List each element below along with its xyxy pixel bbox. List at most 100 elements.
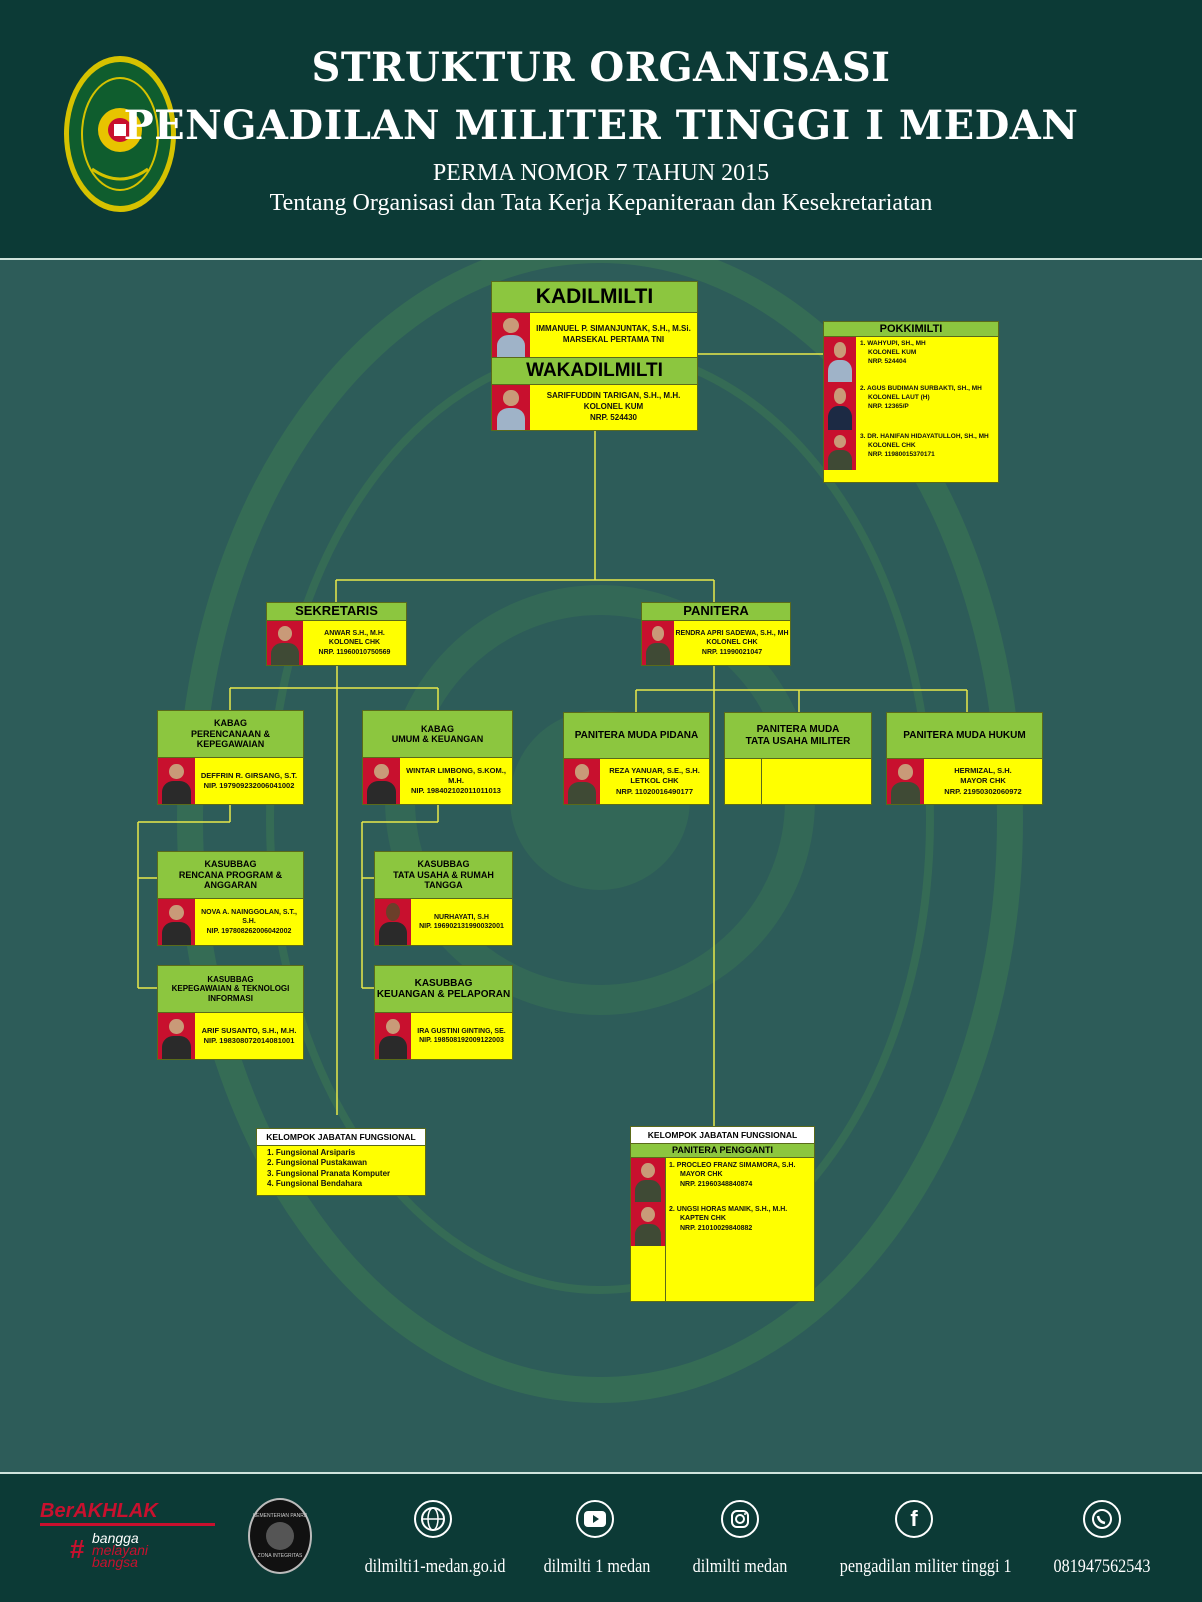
- panitera-muda-pidana-photo: [564, 759, 600, 804]
- pokkimilti-member-1-photo: [824, 337, 856, 382]
- kjf-sekretariat-item: 1. Fungsional Arsiparis: [267, 1148, 356, 1157]
- kadilmilti-photo: [492, 313, 530, 357]
- instagram-link[interactable]: dilmilti medan: [692, 1556, 788, 1577]
- subtitle-line-2: Tentang Organisasi dan Tata Kerja Kepani…: [269, 190, 933, 216]
- kabag-umum-name: WINTAR LIMBONG, S.KOM., M.H.: [406, 765, 506, 785]
- kjf-kepaniteraan-subtitle: PANITERA PENGGANTI: [631, 1144, 814, 1158]
- panitera-muda-pidana-title: PANITERA MUDA PIDANA: [564, 713, 709, 759]
- kjf-kepaniteraan-title: KELOMPOK JABATAN FUNGSIONAL: [631, 1127, 814, 1144]
- kadilmilti-box: KADILMILTI IMMANUEL P. SIMANJUNTAK, S.H.…: [491, 281, 698, 431]
- kjf-member-2-nrp: NRP. 21010029840882: [680, 1224, 753, 1232]
- connector-lines: [137, 353, 968, 1130]
- pokkimilti-member-2-nrp: NRP. 12365/P: [868, 402, 909, 410]
- footer: BerAKHLAK bangga melayani bangsa # KEMEN…: [0, 1472, 1202, 1602]
- panitera-muda-tatausaha-box: PANITERA MUDA TATA USAHA MILITER: [724, 712, 872, 805]
- header: STRUKTUR ORGANISASI PENGADILAN MILITER T…: [0, 0, 1202, 260]
- wakadilmilti-photo: [492, 385, 530, 430]
- kasubbag-kepegawaian-photo: [158, 1013, 195, 1059]
- website-link[interactable]: dilmilti1-medan.go.id: [364, 1556, 506, 1577]
- pokkimilti-member-3-rank: KOLONEL CHK: [868, 441, 916, 449]
- instagram-icon[interactable]: [721, 1500, 759, 1538]
- sekretaris-box: SEKRETARIS ANWAR S.H., M.H. KOLONEL CHK …: [266, 602, 407, 666]
- kabag-umum-title-2: UMUM & KEUANGAN: [391, 734, 484, 744]
- pokkimilti-member-2-photo: [824, 382, 856, 430]
- sekretaris-rank: KOLONEL CHK: [328, 639, 381, 647]
- panitera-name: RENDRA APRI SADEWA, S.H., MH: [675, 629, 789, 637]
- kabag-perencanaan-name: DEFFRIN R. GIRSANG, S.T.: [200, 770, 298, 780]
- whatsapp-icon[interactable]: [1083, 1500, 1121, 1538]
- facebook-link[interactable]: pengadilan militer tinggi 1: [839, 1556, 1012, 1577]
- panitera-muda-hukum-box: PANITERA MUDA HUKUM HERMIZAL, S.H. MAYOR…: [886, 712, 1043, 805]
- sekretaris-name: ANWAR S.H., M.H.: [324, 629, 385, 637]
- youtube-link[interactable]: dilmilti 1 medan: [543, 1556, 651, 1577]
- kjf-member-1-photo: [631, 1158, 665, 1202]
- pokkimilti-member-1-rank: KOLONEL KUM: [868, 348, 917, 356]
- sekretaris-photo: [267, 621, 303, 665]
- kjf-sekretariat-item: 2. Fungsional Pustakawan: [267, 1158, 368, 1168]
- pokkimilti-member-3-name: 3. DR. HANIFAN HIDAYATULLOH, SH., MH: [860, 433, 989, 440]
- kasubbag-kepegawaian-name: ARIF SUSANTO, S.H., M.H.: [201, 1025, 297, 1035]
- panitera-muda-hukum-rank: MAYOR CHK: [960, 776, 1006, 786]
- kasubbag-kepegawaian-box: KASUBBAG KEPEGAWAIAN & TEKNOLOGI INFORMA…: [157, 965, 304, 1060]
- panitera-muda-hukum-photo: [887, 759, 924, 804]
- subtitle-line-1: PERMA NOMOR 7 TAHUN 2015: [432, 160, 770, 186]
- pokkimilti-member-1-nrp: NRP. 524404: [868, 357, 907, 365]
- phone-number[interactable]: 081947562543: [1053, 1556, 1151, 1577]
- court-emblem-logo: [64, 56, 176, 212]
- sekretaris-title: SEKRETARIS: [267, 603, 406, 621]
- kjf-kepaniteraan-box: KELOMPOK JABATAN FUNGSIONAL PANITERA PEN…: [630, 1126, 815, 1302]
- pokkimilti-member-1-name: 1. WAHYUPI, SH., MH: [860, 340, 926, 347]
- kemenpan-text: KEMENTERIAN PANRB: [252, 1513, 308, 1519]
- kasubbag-tatausaha-nip: NIP. 196902131990032001: [419, 923, 504, 930]
- kabag-umum-photo: [363, 758, 400, 804]
- kjf-sekretariat-title: KELOMPOK JABATAN FUNGSIONAL: [257, 1129, 425, 1146]
- bangga-melayani-logo: bangga melayani bangsa: [92, 1531, 149, 1570]
- berakhlak-logo: BerAKHLAK: [40, 1500, 158, 1522]
- kadilmilti-name: IMMANUEL P. SIMANJUNTAK, S.H., M.Si.: [536, 324, 691, 334]
- kasubbag-keuangan-photo: [375, 1013, 411, 1059]
- org-chart: KADILMILTI IMMANUEL P. SIMANJUNTAK, S.H.…: [0, 260, 1202, 1472]
- panitera-nrp: NRP. 11990021047: [701, 648, 763, 656]
- panitera-muda-tatausaha-photo-empty: [725, 759, 762, 804]
- kasubbag-rencana-nip: NIP. 197808262006042002: [206, 927, 292, 935]
- zona-integritas-badge: KEMENTERIAN PANRB ZONA INTEGRITAS: [248, 1498, 312, 1574]
- pokkimilti-member-3-nrp: NRP. 11980015370171: [868, 450, 935, 458]
- panitera-muda-pidana-nrp: NRP. 11020016490177: [615, 786, 694, 796]
- kadilmilti-rank: MARSEKAL PERTAMA TNI: [562, 335, 665, 344]
- kasubbag-rencana-box: KASUBBAG RENCANA PROGRAM & ANGGARAN NOVA…: [157, 851, 304, 946]
- kjf-member-2-name: 2. UNGSI HORAS MANIK, S.H., M.H.: [669, 1206, 788, 1213]
- kabag-perencanaan-box: KABAG PERENCANAAN & KEPEGAWAIAN DEFFRIN …: [157, 710, 304, 805]
- kasubbag-kepegawaian-title-2: KEPEGAWAIAN & TEKNOLOGI INFORMASI: [171, 984, 290, 1003]
- title-line-2: PENGADILAN MILITER TINGGI I MEDAN: [123, 102, 1079, 149]
- bangsa-text: bangsa: [92, 1554, 138, 1570]
- kjf-member-1-name: 1. PROCLEO FRANZ SIMAMORA, S.H.: [669, 1162, 796, 1169]
- panitera-muda-pidana-box: PANITERA MUDA PIDANA REZA YANUAR, S.E., …: [563, 712, 710, 805]
- web-globe-icon[interactable]: [414, 1500, 452, 1538]
- pokkimilti-member-3-photo: [824, 430, 856, 470]
- melayani-text: melayani: [92, 1542, 149, 1558]
- panitera-muda-hukum-title: PANITERA MUDA HUKUM: [887, 713, 1042, 759]
- panitera-photo: [642, 621, 674, 665]
- panitera-muda-hukum-nrp: NRP. 21950302060972: [944, 786, 1022, 796]
- pokkimilti-member-2-rank: KOLONEL LAUT (H): [868, 393, 930, 401]
- kasubbag-keuangan-box: KASUBBAG KEUANGAN & PELAPORAN IRA GUSTIN…: [374, 965, 513, 1060]
- facebook-icon[interactable]: f: [895, 1500, 933, 1538]
- wakadilmilti-nrp: NRP. 524430: [590, 412, 637, 422]
- kabag-perencanaan-nip: NIP. 197909232006041002: [203, 781, 295, 790]
- sekretaris-nrp: NRP. 11960010750569: [318, 648, 391, 656]
- youtube-icon[interactable]: [576, 1500, 614, 1538]
- kabag-perencanaan-title-1: KABAG: [214, 718, 247, 729]
- kabag-perencanaan-photo: [158, 758, 195, 804]
- kabag-perencanaan-title-2: PERENCANAAN & KEPEGAWAIAN: [190, 728, 270, 750]
- kasubbag-keuangan-title-2: KEUANGAN & PELAPORAN: [376, 989, 511, 1000]
- pokkimilti-box: POKKIMILTI 1. WAHYUPI, SH., MH KOLONEL K…: [823, 321, 999, 483]
- kasubbag-keuangan-nip: NIP. 198508192009122003: [419, 1037, 504, 1044]
- panitera-muda-tatausaha-title-1: PANITERA MUDA: [756, 724, 840, 735]
- kjf-member-2-rank: KAPTEN CHK: [680, 1215, 726, 1223]
- kasubbag-rencana-title-2: RENCANA PROGRAM & ANGGARAN: [178, 869, 283, 891]
- panitera-muda-pidana-rank: LETKOL CHK: [630, 776, 679, 786]
- kasubbag-kepegawaian-nip: NIP. 198308072014081001: [203, 1036, 295, 1045]
- kasubbag-tatausaha-name: NURHAYATI, S.H: [434, 913, 489, 921]
- kjf-member-2-photo: [631, 1202, 665, 1246]
- wakadilmilti-title: WAKADILMILTI: [492, 357, 697, 385]
